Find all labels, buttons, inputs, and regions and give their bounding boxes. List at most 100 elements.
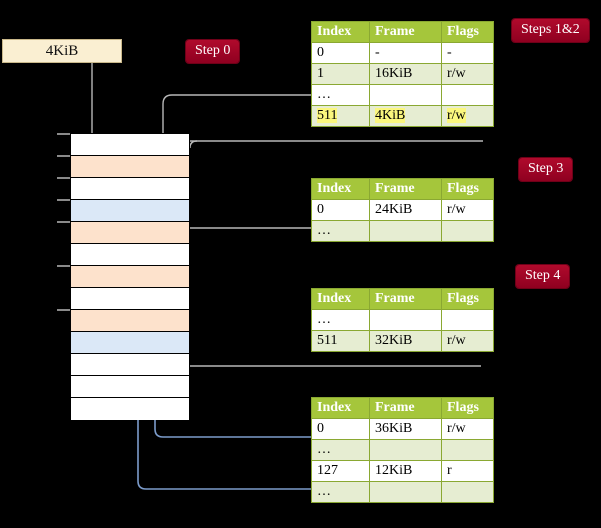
cell-frame: 32KiB xyxy=(369,330,442,352)
table-row: 0 36KiB r/w xyxy=(311,418,494,440)
memory-row xyxy=(71,310,189,332)
table-header-row: Index Frame Flags xyxy=(311,21,494,43)
cell-flags xyxy=(441,309,494,331)
badge-step-0: Step 0 xyxy=(186,40,240,63)
memory-row xyxy=(71,332,189,354)
memory-row xyxy=(71,244,189,266)
table-row: 511 32KiB r/w xyxy=(311,330,494,352)
column-header-index: Index xyxy=(311,288,370,310)
cell-frame: 36KiB xyxy=(369,418,442,440)
memory-row xyxy=(71,288,189,310)
badge-step-4: Step 4 xyxy=(516,265,570,288)
badge-step-3-label: Step 3 xyxy=(528,161,564,176)
cell-flags xyxy=(441,439,494,461)
cell-flags: r xyxy=(441,460,494,482)
cell-flags: r/w xyxy=(441,105,494,127)
memory-row-tick xyxy=(57,309,70,311)
column-header-flags: Flags xyxy=(441,21,494,43)
table-row: … xyxy=(311,481,494,503)
memory-row-tick xyxy=(57,133,70,135)
cell-frame: 16KiB xyxy=(369,63,442,85)
cell-flags: r/w xyxy=(441,199,494,221)
cell-frame xyxy=(369,481,442,503)
column-header-index: Index xyxy=(311,178,370,200)
cell-index: 511 xyxy=(311,105,370,127)
cell-flags: - xyxy=(441,42,494,64)
badge-steps-1-2-label: Steps 1&2 xyxy=(521,22,580,37)
memory-row xyxy=(71,200,189,222)
column-header-flags: Flags xyxy=(441,178,494,200)
cell-frame xyxy=(369,220,442,242)
cell-frame-text: 4KiB xyxy=(375,107,406,123)
column-header-frame: Frame xyxy=(369,21,442,43)
cell-frame xyxy=(369,309,442,331)
column-header-frame: Frame xyxy=(369,288,442,310)
table-row: 0 24KiB r/w xyxy=(311,199,494,221)
memory-row xyxy=(71,376,189,398)
cell-index: 0 xyxy=(311,199,370,221)
column-header-flags: Flags xyxy=(441,288,494,310)
cell-flags xyxy=(441,481,494,503)
table-row: … xyxy=(311,220,494,242)
virtual-address-label: 4KiB xyxy=(45,43,79,59)
cell-index: … xyxy=(311,481,370,503)
badge-step-3: Step 3 xyxy=(519,158,573,181)
memory-row xyxy=(71,266,189,288)
table-row: 0 - - xyxy=(311,42,494,64)
table-row: … xyxy=(311,84,494,106)
column-header-frame: Frame xyxy=(369,178,442,200)
cell-flags: r/w xyxy=(441,418,494,440)
memory-row xyxy=(71,354,189,376)
cell-index: 0 xyxy=(311,42,370,64)
cell-flags xyxy=(441,84,494,106)
memory-row-tick xyxy=(57,177,70,179)
memory-row-tick xyxy=(57,265,70,267)
memory-row-tick xyxy=(57,221,70,223)
cell-frame: 4KiB xyxy=(369,105,442,127)
cell-flags: r/w xyxy=(441,330,494,352)
badge-steps-1-2: Steps 1&2 xyxy=(512,19,589,42)
badge-step-4-label: Step 4 xyxy=(525,268,561,283)
memory-row xyxy=(71,156,189,178)
cell-index: 0 xyxy=(311,418,370,440)
cell-flags: r/w xyxy=(441,63,494,85)
table-row: 1 16KiB r/w xyxy=(311,63,494,85)
table-row: 511 4KiB r/w xyxy=(311,105,494,127)
cell-frame xyxy=(369,439,442,461)
cell-index: … xyxy=(311,309,370,331)
table-row: … xyxy=(311,439,494,461)
cell-flags xyxy=(441,220,494,242)
cell-index-text: 511 xyxy=(317,107,338,123)
memory-row-tick xyxy=(57,199,70,201)
badge-step-0-label: Step 0 xyxy=(195,43,231,58)
cell-index: … xyxy=(311,220,370,242)
memory-row xyxy=(71,178,189,200)
physical-memory-grid xyxy=(70,133,190,420)
cell-frame: - xyxy=(369,42,442,64)
memory-row xyxy=(71,398,189,420)
column-header-frame: Frame xyxy=(369,397,442,419)
page-table-level-1: Index Frame Flags 0 24KiB r/w … xyxy=(311,178,494,242)
cell-index: … xyxy=(311,439,370,461)
table-header-row: Index Frame Flags xyxy=(311,178,494,200)
column-header-index: Index xyxy=(311,397,370,419)
cell-index: 511 xyxy=(311,330,370,352)
cell-index: 127 xyxy=(311,460,370,482)
column-header-index: Index xyxy=(311,21,370,43)
cell-frame: 24KiB xyxy=(369,199,442,221)
virtual-address-box: 4KiB xyxy=(2,39,122,63)
table-header-row: Index Frame Flags xyxy=(311,397,494,419)
page-table-level-2: Index Frame Flags … 511 32KiB r/w xyxy=(311,288,494,352)
page-table-level-0: Index Frame Flags 0 - - 1 16KiB r/w … xyxy=(311,21,494,127)
memory-row xyxy=(71,134,189,156)
cell-index: … xyxy=(311,84,370,106)
page-table-level-3: Index Frame Flags 0 36KiB r/w … 127 12Ki… xyxy=(311,397,494,503)
cell-frame xyxy=(369,84,442,106)
cell-frame: 12KiB xyxy=(369,460,442,482)
cell-flags-text: r/w xyxy=(447,107,466,123)
table-row: 127 12KiB r xyxy=(311,460,494,482)
table-header-row: Index Frame Flags xyxy=(311,288,494,310)
memory-row xyxy=(71,222,189,244)
memory-row-tick xyxy=(57,155,70,157)
